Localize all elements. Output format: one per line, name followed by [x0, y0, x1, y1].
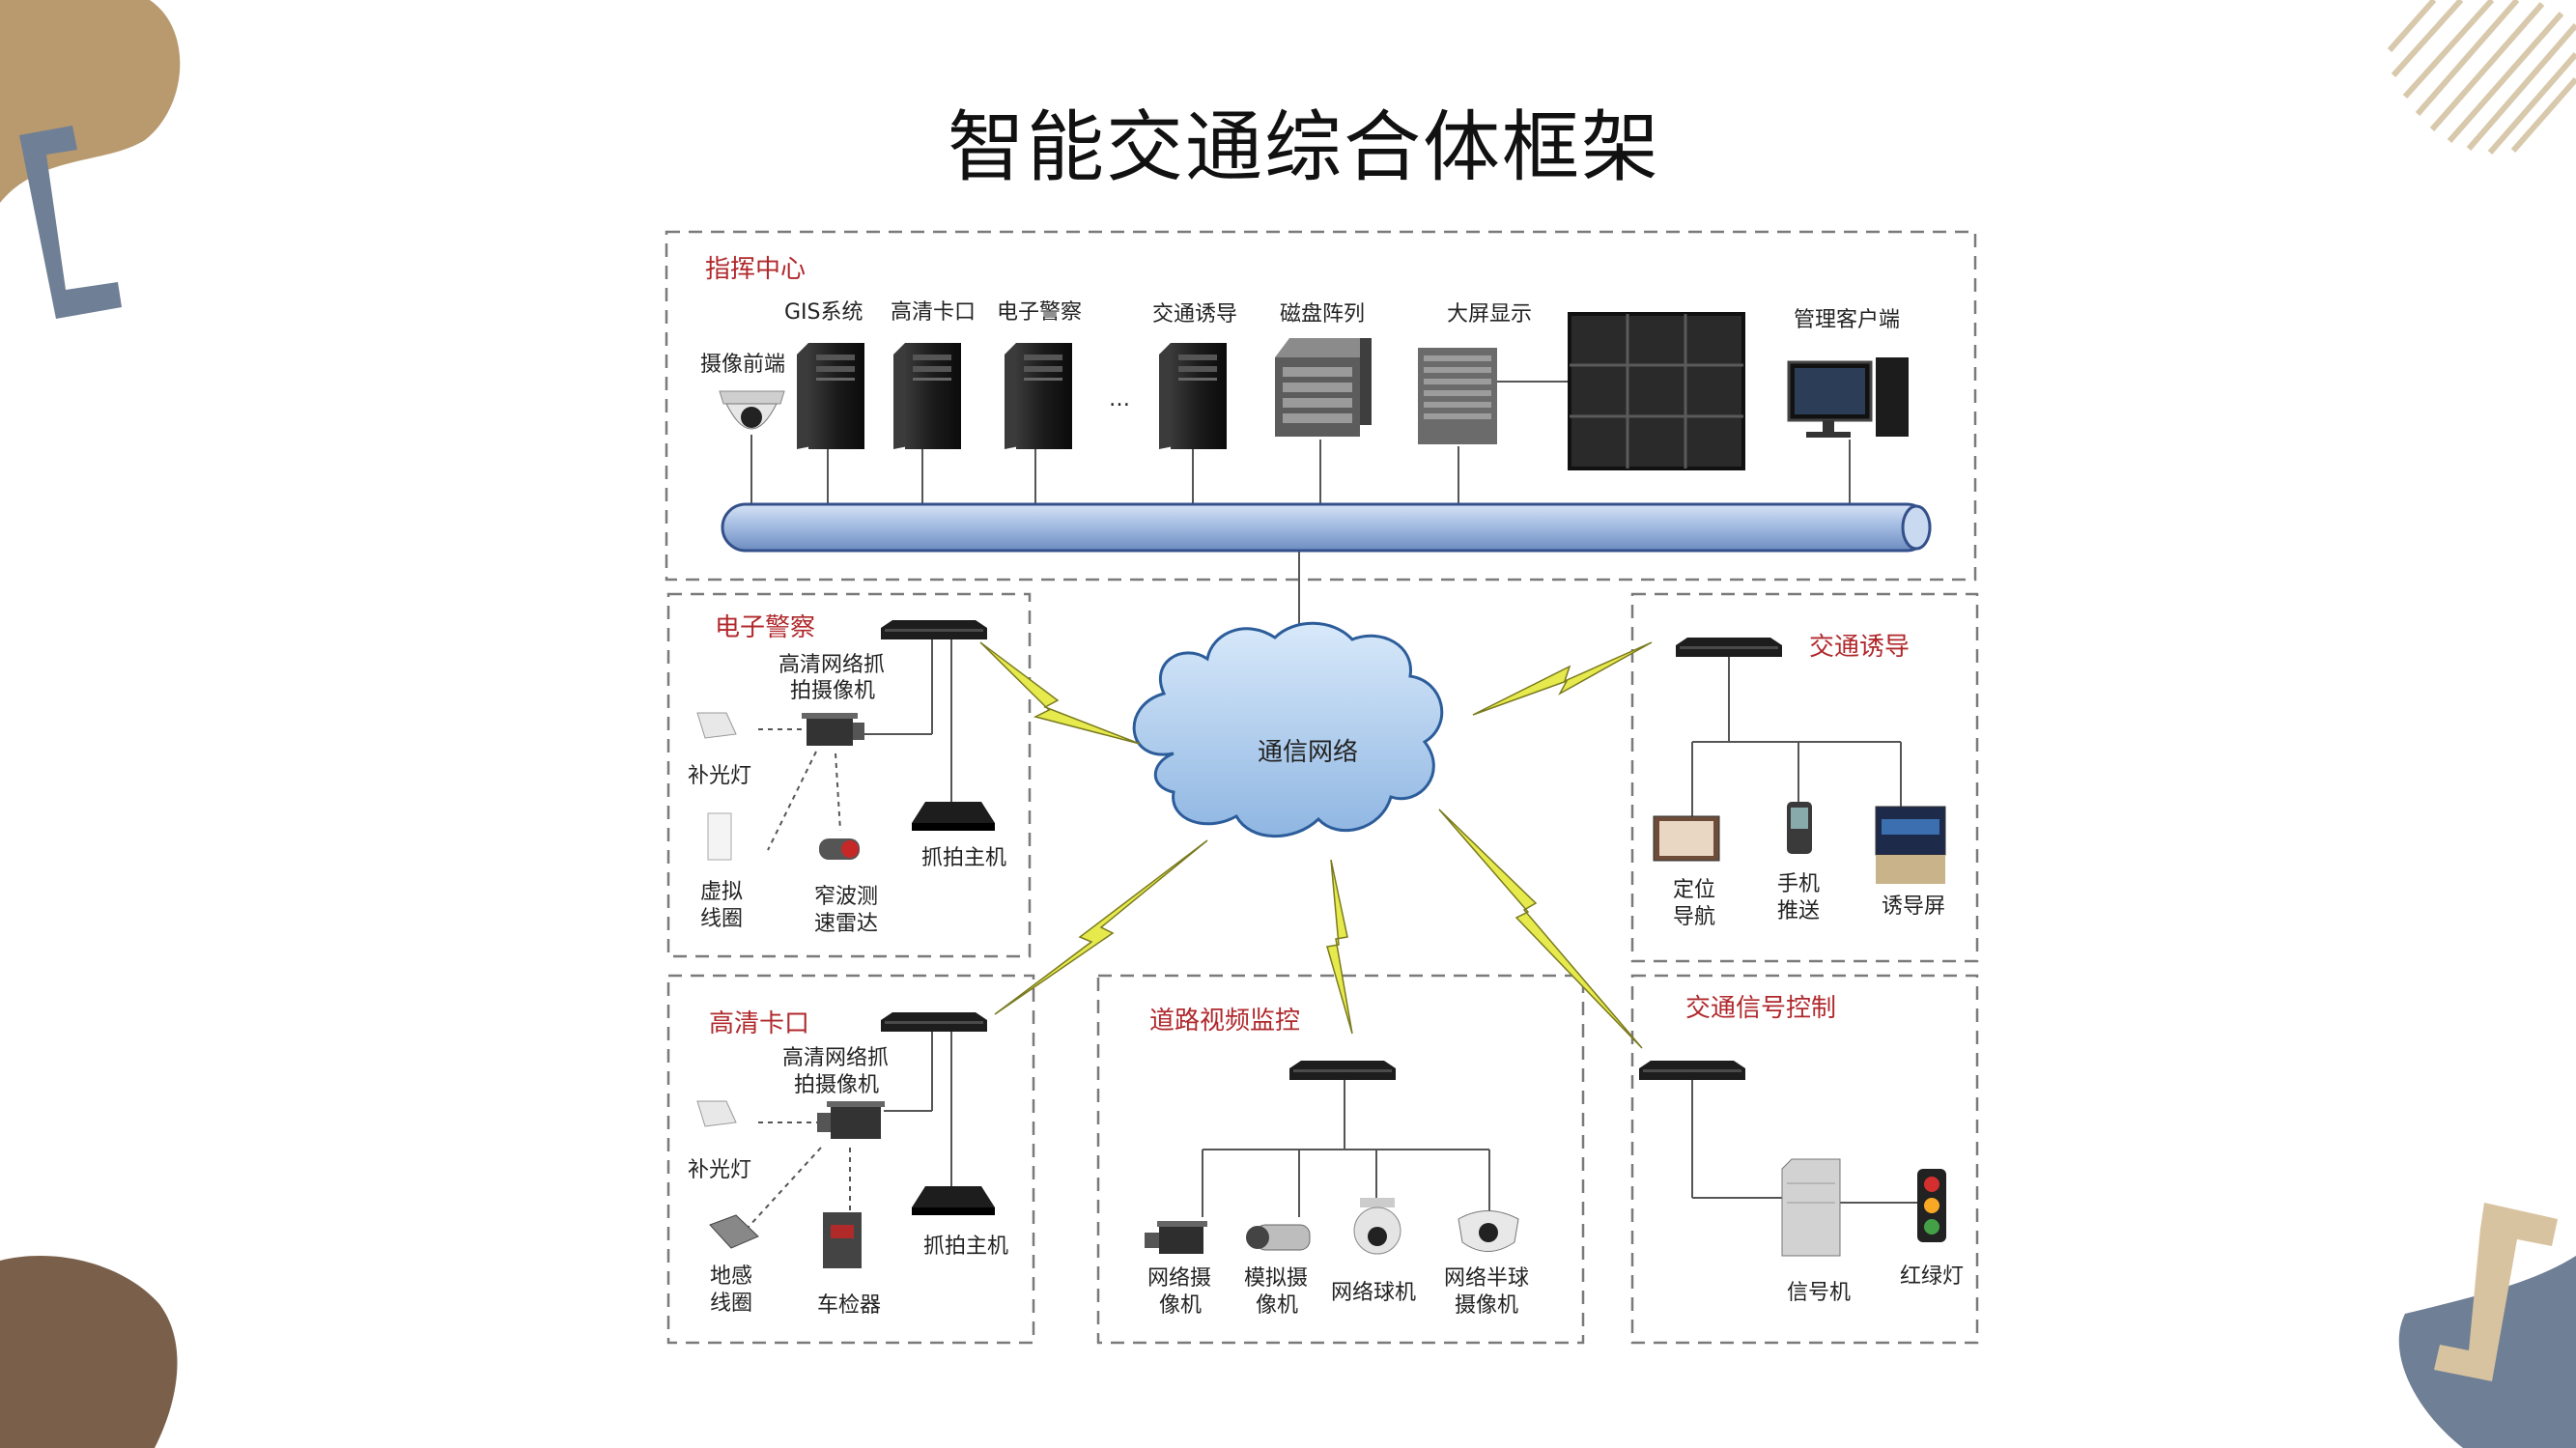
cloud-label: 通信网络 — [1258, 738, 1358, 767]
vehicle-detector-label: 车检器 — [817, 1293, 881, 1318]
device-label-disk-array: 磁盘阵列 — [1280, 302, 1365, 327]
virtual-loop-label-2: 线圈 — [700, 907, 743, 931]
ground-loop-label-1: 地感 — [710, 1264, 752, 1289]
box-road-video — [1096, 974, 1585, 1345]
disk-array-icon — [1275, 338, 1372, 437]
traffic-light-label: 红绿灯 — [1900, 1264, 1964, 1289]
device-label-mgmt-client: 管理客户端 — [1794, 308, 1900, 332]
guidance-item-0-label-1: 定位 — [1673, 878, 1715, 902]
e-police-camera-icon — [802, 713, 864, 746]
decoration-top-right — [2387, 0, 2576, 155]
checkpoint-camera-label-2: 拍摄像机 — [794, 1073, 879, 1097]
road-cam-2-label-1: 网络球机 — [1331, 1281, 1416, 1305]
guidance-server-icon — [1159, 343, 1227, 449]
device-label-gis: GIS系统 — [784, 300, 863, 325]
box-command-center — [665, 230, 1977, 582]
video-controller-icon — [1418, 348, 1497, 444]
slide-title: 智能交通综合体框架 — [948, 102, 1660, 192]
checkpoint-server-icon — [893, 343, 961, 449]
command-center-title: 指挥中心 — [705, 255, 806, 284]
radar-label-2: 速雷达 — [814, 912, 878, 936]
e-police-camera-label-1: 高清网络抓 — [778, 653, 885, 677]
traffic-light-icon — [1917, 1169, 1946, 1242]
device-label-big-screen: 大屏显示 — [1447, 302, 1532, 327]
network-camera-icon — [1145, 1221, 1207, 1254]
box-hd-checkpoint — [666, 974, 1035, 1345]
road-video-title: 道路视频监控 — [1149, 1007, 1300, 1036]
signal-controller-icon — [1781, 1158, 1841, 1257]
e-police-host-label: 抓拍主机 — [921, 846, 1006, 870]
guidance-item-2-label-1: 诱导屏 — [1882, 894, 1945, 919]
decoration-bottom-left — [0, 1256, 178, 1448]
device-label-hd-checkpoint: 高清卡口 — [891, 300, 976, 325]
guidance-item-1-label-1: 手机 — [1777, 872, 1820, 896]
decoration-top-left — [0, 0, 181, 319]
e-police-fill-light-label: 补光灯 — [688, 764, 751, 788]
communication-network-cloud: 通信网络 — [1132, 621, 1444, 838]
checkpoint-fill-light-label: 补光灯 — [688, 1158, 751, 1182]
device-label-guidance: 交通诱导 — [1152, 302, 1237, 327]
e-police-camera-label-2: 拍摄像机 — [790, 679, 875, 703]
signal-switch-icon — [1639, 1061, 1745, 1080]
wireless-links — [979, 641, 1653, 1049]
ptz-dome-icon — [1353, 1198, 1401, 1255]
e-police-switch-icon — [881, 620, 987, 639]
virtual-loop-icon — [707, 812, 732, 861]
checkpoint-host-label: 抓拍主机 — [923, 1235, 1008, 1259]
guidance-screen-icon — [1875, 806, 1946, 884]
checkpoint-camera-icon — [817, 1101, 885, 1139]
guidance-item-1-label-2: 推送 — [1777, 899, 1820, 923]
dome-camera-icon — [719, 390, 785, 430]
checkpoint-switch-icon — [881, 1012, 987, 1032]
guidance-item-0-label-2: 导航 — [1673, 905, 1715, 929]
management-client-icon — [1787, 357, 1909, 438]
device-label-e-police: 电子警察 — [997, 300, 1082, 325]
police-server-icon — [1005, 343, 1072, 449]
road-cam-3-label-1: 网络半球 — [1444, 1266, 1529, 1291]
device-label-camera-front: 摄像前端 — [700, 353, 785, 377]
box-electronic-police — [666, 592, 1032, 958]
device-label-ellipsis: … — [1109, 387, 1130, 412]
analog-camera-icon — [1246, 1224, 1311, 1251]
road-video-switch-icon — [1289, 1061, 1396, 1080]
guidance-switch-icon — [1676, 638, 1782, 657]
road-cam-1-label-1: 模拟摄 — [1244, 1266, 1308, 1291]
e-police-title: 电子警察 — [715, 613, 815, 642]
vehicle-detector-icon — [823, 1212, 862, 1268]
signal-controller-label: 信号机 — [1787, 1281, 1851, 1305]
checkpoint-capture-host-icon — [912, 1186, 995, 1215]
mini-dome-camera-icon — [1458, 1210, 1519, 1252]
road-cam-1-label-2: 像机 — [1256, 1293, 1298, 1318]
radar-icon — [819, 838, 860, 860]
road-cam-0-label-2: 像机 — [1159, 1293, 1202, 1318]
video-wall-icon — [1568, 312, 1745, 470]
ground-loop-label-2: 线圈 — [710, 1292, 752, 1316]
mobile-phone-icon — [1787, 802, 1812, 854]
decoration-bottom-right — [2398, 1203, 2576, 1448]
gis-server-icon — [797, 343, 864, 449]
e-police-fill-light-icon — [696, 712, 737, 739]
road-cam-0-label-1: 网络摄 — [1147, 1266, 1211, 1291]
radar-label-1: 窄波测 — [814, 885, 878, 909]
section-boxes — [665, 230, 1979, 1345]
hd-checkpoint-title: 高清卡口 — [709, 1009, 809, 1038]
e-police-capture-host-icon — [912, 802, 995, 831]
road-cam-3-label-2: 摄像机 — [1455, 1293, 1518, 1318]
network-backbone-pipe — [721, 502, 1932, 553]
checkpoint-camera-label-1: 高清网络抓 — [782, 1046, 889, 1070]
virtual-loop-label-1: 虚拟 — [700, 880, 743, 904]
ground-loop-icon — [709, 1214, 759, 1249]
traffic-guidance-title: 交通诱导 — [1809, 633, 1910, 662]
checkpoint-fill-light-icon — [696, 1100, 737, 1127]
signal-control-title: 交通信号控制 — [1685, 994, 1836, 1023]
gps-navigator-icon — [1653, 815, 1720, 862]
